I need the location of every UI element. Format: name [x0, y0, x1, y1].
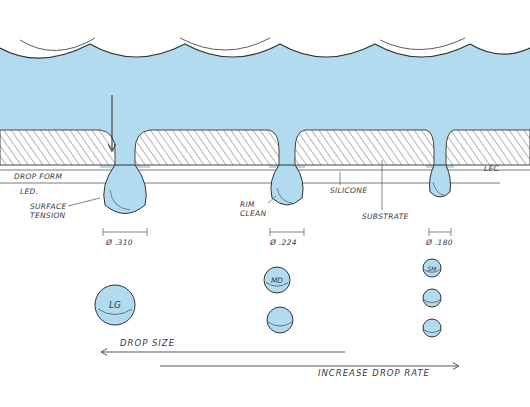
- drop-label: SM: [422, 258, 442, 278]
- annotation-label: Ø .224: [270, 238, 320, 247]
- substrate: [0, 130, 530, 165]
- flow-arrow: [111, 95, 112, 150]
- annotation-label: Ø .180: [426, 238, 476, 247]
- dimension-line: [103, 228, 451, 236]
- drop-form-line: [0, 183, 500, 184]
- annotation-label: INCREASE DROP RATE: [318, 369, 478, 378]
- leader-line: [68, 160, 382, 210]
- annotation-label: SILICONE: [330, 186, 390, 195]
- drop-circle: MD: [263, 266, 291, 294]
- silicone-line: [0, 170, 530, 171]
- annotation-label: Ø .310: [106, 238, 156, 247]
- annotation-label: SURFACE TENSION: [30, 202, 70, 220]
- annotation-label: RIM CLEAN: [240, 200, 272, 218]
- rate-arrow: [160, 366, 458, 367]
- hanging-drop: [104, 165, 451, 214]
- drop-label: LG: [94, 284, 136, 326]
- drop-shading: [268, 300, 440, 333]
- annotation-label: SUBSTRATE: [362, 212, 432, 221]
- drop-circle: LG: [94, 284, 136, 326]
- wave-line: [0, 44, 530, 58]
- drop-circle: SM: [422, 258, 442, 278]
- drop-shading: [110, 182, 444, 210]
- annotation-label: DROP FORM: [14, 172, 84, 181]
- drop-circle: [267, 289, 441, 337]
- wave-line: [20, 38, 465, 51]
- size-arrow: [102, 352, 345, 353]
- drop-label: MD: [263, 266, 291, 294]
- annotation-label: LEC: [484, 164, 524, 173]
- annotation-label: LED.: [20, 187, 60, 196]
- water-band: [0, 44, 530, 130]
- annotation-label: DROP SIZE: [120, 339, 200, 348]
